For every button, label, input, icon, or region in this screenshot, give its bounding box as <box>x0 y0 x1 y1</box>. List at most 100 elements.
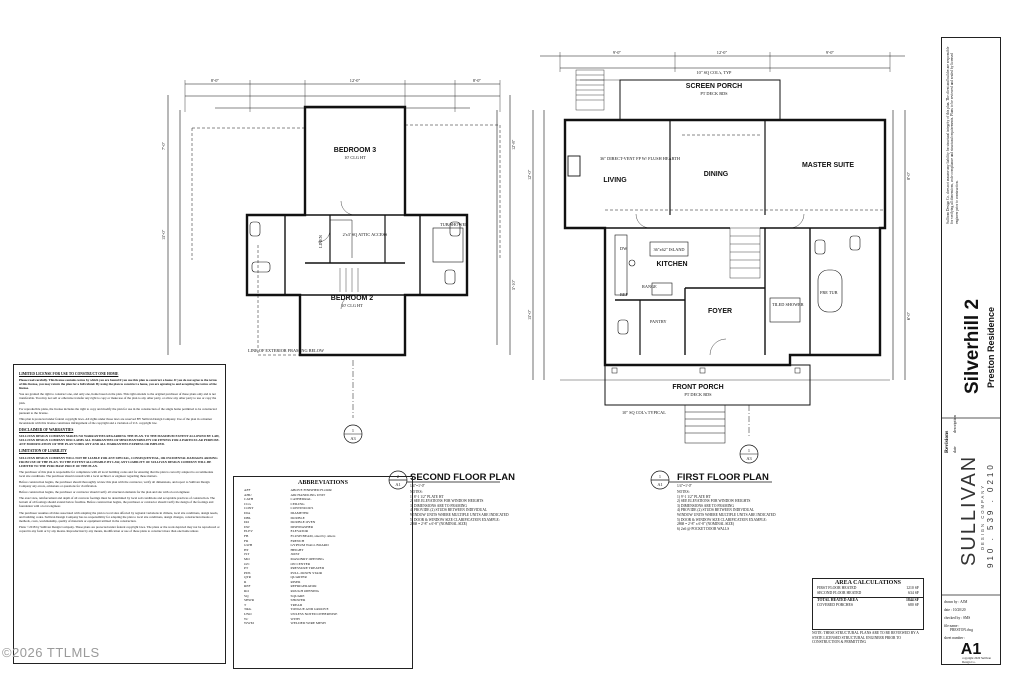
abbreviation-code: SHWR <box>244 598 255 603</box>
section-sheet: A3 <box>350 436 355 441</box>
license-notice: LIMITED LICENSE FOR USE TO CONSTRUCT ONE… <box>13 364 226 664</box>
abbreviation-code: REF <box>244 584 251 589</box>
abbreviation-meaning: HEIGHT <box>290 547 304 552</box>
area-title: AREA CALCULATIONS <box>834 580 902 586</box>
pantry-label: PANTRY <box>650 319 667 324</box>
area-label: FIRST FLOOR HEATED <box>817 586 857 590</box>
ff-note: 4) PROVIDE (2) STUDS BETWEEN INDIVIDUAL <box>677 508 755 513</box>
second-floor-labels: BEDROOM 3 10' CLG HT BEDROOM 2 10' CLG H… <box>161 78 516 441</box>
dim-side-1: 7'-0" <box>161 141 166 150</box>
ff-dim-top-1: 9'-0" <box>613 50 622 55</box>
ff-dim-side-2: 15'-0" <box>527 309 532 320</box>
dim-top-2: 12'-0" <box>350 78 361 83</box>
area-value: 1844 SF <box>906 598 919 602</box>
disclaimer-heading: DISCLAIMER OF WARRANTIES <box>19 428 74 433</box>
abbreviation-meaning: CATHEDRAL <box>290 497 312 502</box>
plan-title-markers <box>388 470 772 490</box>
sf-note: 4) PROVIDE (2) STUDS BETWEEN INDIVIDUAL <box>410 508 488 513</box>
abbreviation-meaning: AIR HANDLING UNIT <box>290 492 326 497</box>
ff-note: 3) DIMENSIONS ARE TO FRAMING <box>677 503 734 508</box>
abbreviation-meaning: ON CENTER <box>290 561 311 566</box>
client-name: Preston Residence <box>986 306 996 388</box>
sf-note: 2) SEE ELEVATIONS FOR WINDOW HEIGHTS <box>410 499 484 504</box>
abbreviation-code: FR <box>244 538 249 543</box>
tub-label: TUB/SHOWER <box>440 222 468 227</box>
abbreviation-meaning: PULL-DOWN STAIR <box>290 570 323 575</box>
area-value: 1210 SF <box>906 586 919 590</box>
license-p4: This plan is protected under federal cop… <box>19 416 213 425</box>
front-deck: PT DECK BDS <box>684 392 712 397</box>
tiled-shower-label: TILED SHOWER <box>772 302 804 307</box>
area-label: SECOND FLOOR HEATED <box>817 591 862 595</box>
second-floor-plan <box>167 80 511 444</box>
abbreviation-row: O/C ON CENTER <box>234 562 412 567</box>
abbreviation-code: PT <box>244 566 249 571</box>
abbreviation-meaning: PRESSURE TREATED <box>290 566 325 571</box>
screen-deck: PT DECK BDS <box>700 91 728 96</box>
abbreviation-meaning: ROUGH OPENING <box>290 589 320 594</box>
sheet-label: sheet number : <box>944 636 966 640</box>
abbreviation-meaning: FLUSH BEAM, sized by others <box>290 533 336 538</box>
abbreviation-meaning: WITH <box>290 616 300 621</box>
abbreviation-code: FB <box>244 533 249 538</box>
title-block: Sullivan Design Co. does not assume any … <box>941 37 1001 665</box>
rev-col-desc: description <box>952 415 957 433</box>
ff-note: NOTES: <box>677 490 690 494</box>
porch-cols: 10" SQ COL's, TYP <box>697 70 733 76</box>
abbreviation-meaning: FRENCH <box>290 538 305 543</box>
abbreviation-row: PT PRESSURE TREATED <box>234 566 412 571</box>
abbreviation-meaning: MASONRY OPENING <box>290 556 324 561</box>
abbreviation-meaning: CONTINUOUS <box>290 506 314 511</box>
abbreviation-code: AHU <box>244 492 252 497</box>
company-phone: 910 . 539 . 0210 <box>986 462 995 568</box>
title-disclaimer: Sullivan Design Co. does not assume any … <box>946 46 959 224</box>
abbreviation-meaning: RISER <box>290 579 301 584</box>
ff-section-sheet: A3 <box>746 456 751 461</box>
abbreviation-meaning: DOUBLE OVEN <box>290 520 316 525</box>
room-foyer: FOYER <box>708 308 732 315</box>
room-front-porch: FRONT PORCH <box>672 384 723 391</box>
license-p3: For reproducible plans, the license incl… <box>19 406 217 415</box>
area-value: 680 SF <box>908 603 919 607</box>
project-name: Silverhill 2 <box>962 298 983 394</box>
abbreviation-code: O/C <box>244 561 250 566</box>
company-logo: SULLIVAN <box>958 454 980 566</box>
liability-p: SULLIVAN DESIGN COMPANY WILL NOT BE LIAB… <box>19 455 218 468</box>
abbreviation-code: CLG <box>244 501 251 506</box>
first-floor-labels: SCREEN PORCH PT DECK BDS 10" SQ COL's, T… <box>527 50 911 461</box>
bedroom3-clg: 10' CLG HT <box>344 155 366 160</box>
abbreviation-code: HT <box>244 547 249 552</box>
liability-p7: The purchaser of this plan is responsibl… <box>19 469 214 478</box>
abbreviation-code: W/ <box>244 616 249 621</box>
drawn-by: drawn by : AJM <box>944 600 968 604</box>
second-floor-scale: 1/4"=1'-0" <box>410 484 425 488</box>
sf-marker-sheet: A1 <box>395 482 400 487</box>
abbreviation-meaning: ABOVE FINISHED FLOOR <box>290 488 332 492</box>
date: date : 10/20/20 <box>944 608 966 612</box>
dim-side-2: 15'-0" <box>161 229 166 240</box>
area-value: 634 SF <box>908 591 919 595</box>
abbreviation-row: AHU AIR HANDLING UNIT <box>234 493 412 498</box>
ff-note: WINDOW UNITS WHERE MULTIPLE UNITS ARE IN… <box>677 512 776 517</box>
ff-dim-side-1: 12'-0" <box>527 169 532 180</box>
bedroom2-clg: 10' CLG HT <box>341 303 363 308</box>
area-label: TOTAL HEATED AREA <box>817 598 858 602</box>
sf-note: 1) 8'-1 1/2" PLATE HT <box>410 494 444 499</box>
abbreviations-title: ABBREVIATIONS <box>298 480 348 486</box>
room-screen-porch: SCREEN PORCH <box>686 83 742 90</box>
room-kitchen: KITCHEN <box>656 261 687 268</box>
structural-note: NOTE: THESE STRUCTURAL PLANS ARE TO BE R… <box>812 631 919 644</box>
ff-note: 5) DOOR & WINDOW SIZE CLARIFICATION EXAM… <box>677 517 767 522</box>
